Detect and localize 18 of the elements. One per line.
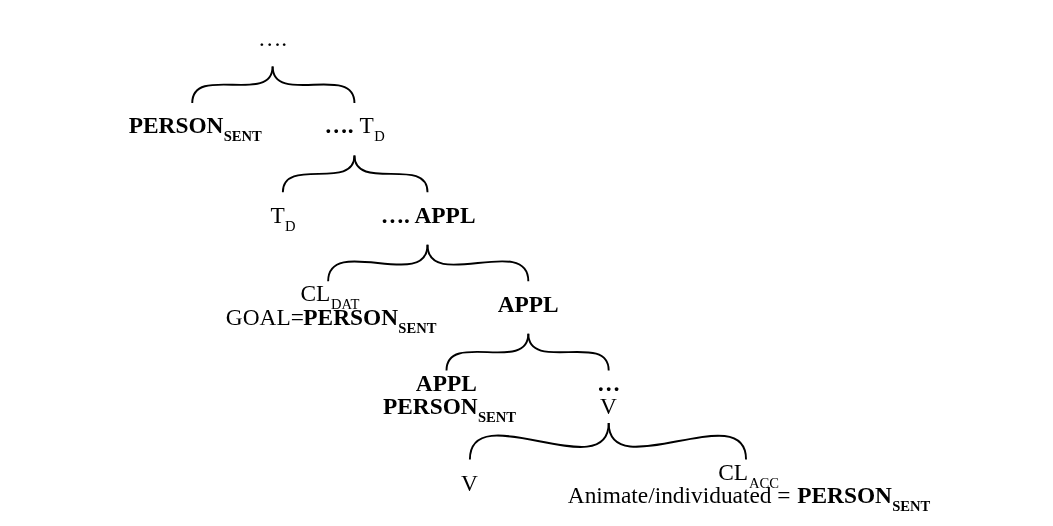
node-text: PERSON$_{SENT}$: [128, 112, 262, 145]
node-text: T$_{D}$: [270, 201, 296, 234]
node-text: V: [461, 470, 478, 497]
node-text: CL$_{ACC}$ Animate/individuated = PERSON$_{SENT}$: [567, 458, 931, 515]
node-text: … V: [597, 369, 621, 419]
connector: [353, 154, 429, 194]
connector: [527, 332, 610, 372]
node-text: ….: [258, 24, 288, 51]
connector: [281, 154, 356, 194]
node-text: APPL: [497, 290, 559, 317]
connector: [426, 243, 530, 283]
connector: [607, 422, 747, 461]
node-text: CL$_{DAT}$ GOAL=PERSON$_{SENT}$: [225, 280, 437, 336]
connector: [271, 65, 356, 104]
connector: [327, 243, 429, 283]
node-text: …. APPL: [380, 201, 476, 228]
node-text: …. T$_{D}$: [324, 112, 385, 145]
node-text: APPL PERSON$_{SENT}$: [382, 369, 517, 425]
